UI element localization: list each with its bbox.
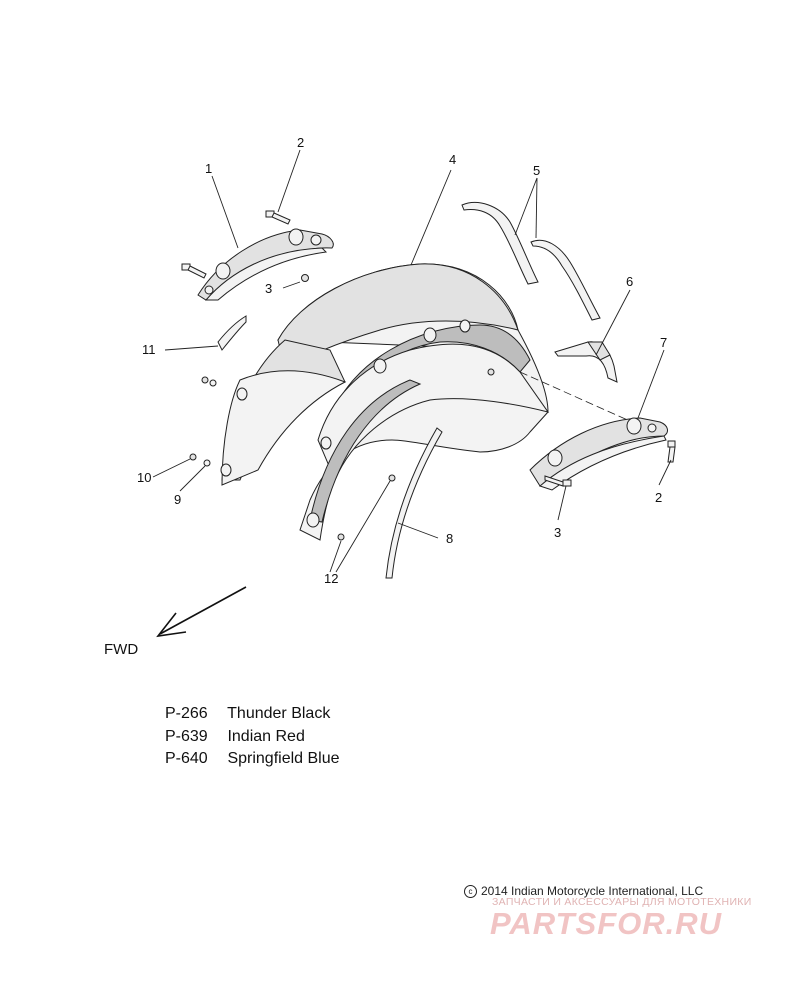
rear-fender-part-4 — [220, 263, 651, 541]
copyright-notice: c 2014 Indian Motorcycle International, L… — [464, 884, 703, 898]
callout-9: 9 — [174, 492, 181, 507]
callout-3: 3 — [265, 281, 272, 296]
paint-name: Springfield Blue — [227, 750, 340, 767]
callout-labels: 1 2 4 5 6 7 3 11 10 9 2 3 8 12 — [137, 135, 667, 586]
legend-row: P-266 Thunder Black — [165, 703, 340, 726]
watermark-logo: PARTSFOR.RU — [490, 906, 723, 941]
callout-11: 11 — [142, 342, 156, 357]
paint-code: P-639 — [165, 727, 208, 745]
long-strip-part-8 — [385, 427, 443, 579]
forward-arrow-icon — [156, 586, 247, 638]
copyright-text: 2014 Indian Motorcycle International, LL… — [481, 884, 704, 898]
copyright-icon: c — [464, 885, 477, 898]
trim-piece-part-6 — [554, 341, 618, 383]
color-legend: P-266 Thunder Black P-639 Indian Red P-6… — [165, 703, 340, 771]
callout-7: 7 — [660, 335, 667, 350]
screw-icon — [181, 263, 207, 279]
side-trim-part-7 — [529, 417, 668, 491]
callout-10: 10 — [137, 470, 151, 485]
watermark-tagline: ЗАПЧАСТИ И АКСЕССУАРЫ ДЛЯ МОТОТЕХНИКИ — [492, 896, 752, 908]
forward-label: FWD — [104, 641, 138, 658]
paint-code: P-640 — [165, 750, 208, 767]
callout-2: 2 — [655, 490, 662, 505]
legend-row: P-640 Springfield Blue — [165, 748, 340, 771]
screw-icon — [265, 210, 291, 225]
side-trim-part-1 — [197, 228, 334, 301]
callout-5: 5 — [533, 163, 540, 178]
paint-name: Thunder Black — [227, 705, 331, 722]
callout-1: 1 — [205, 161, 212, 176]
small-strip-part-11 — [217, 315, 247, 351]
legend-row: P-639 Indian Red — [165, 726, 340, 749]
callout-2: 2 — [297, 135, 304, 150]
paint-name: Indian Red — [227, 727, 305, 745]
callout-12: 12 — [324, 571, 338, 586]
trim-strip-part-5 — [461, 201, 601, 321]
callout-6: 6 — [626, 274, 633, 289]
screw-icon — [667, 440, 676, 463]
callout-4: 4 — [449, 152, 456, 167]
callout-3: 3 — [554, 525, 561, 540]
fasteners — [181, 210, 676, 541]
callout-8: 8 — [446, 531, 453, 546]
paint-code: P-266 — [165, 705, 208, 722]
leader-lines — [152, 149, 672, 573]
screw-icon — [544, 475, 572, 487]
